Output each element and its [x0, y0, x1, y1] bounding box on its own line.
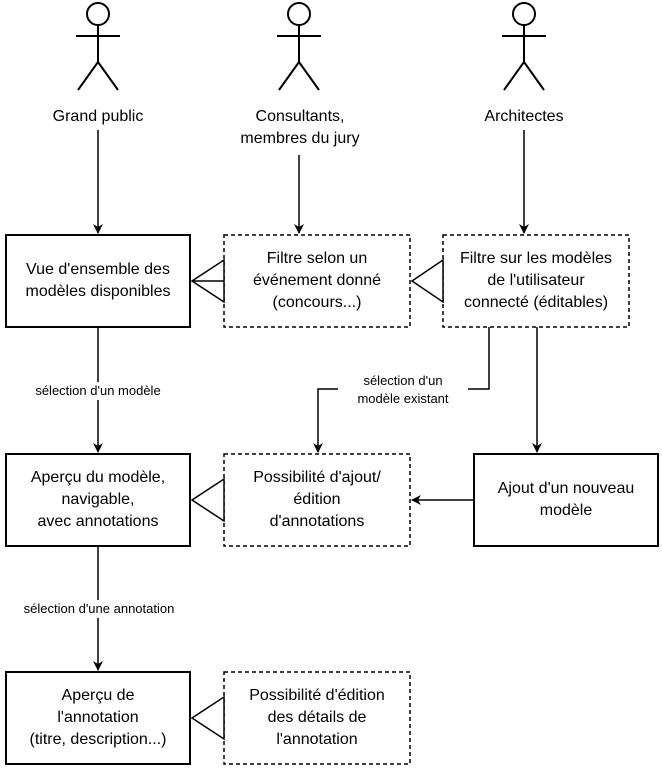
edge-label-select-existing-line1: sélection d'un [363, 373, 443, 388]
actor-label-consultants: Consultants, membres du jury [200, 106, 400, 150]
box-model-preview-line: navigable, [61, 491, 135, 508]
box-annotation-details-edit [223, 671, 411, 765]
box-model-preview [5, 453, 191, 547]
box-user-filter-line: connecté (éditables) [463, 294, 609, 311]
box-model-preview-text: Aperçu du modèle, navigable, avec annota… [6, 454, 190, 546]
edge-label-select-annotation: sélection d'une annotation [0, 600, 198, 618]
box-annotation-preview-line: l'annotation [57, 709, 139, 726]
box-user-filter-line: Filtre sur les modèles [459, 250, 613, 267]
edge-label-select-existing-model: sélection d'un modèle existant [338, 372, 468, 408]
box-event-filter-line: Filtre selon un [266, 250, 368, 267]
box-new-model-line: Ajout d'un nouveau [497, 480, 635, 497]
box-event-filter-line: (concours...) [272, 294, 362, 311]
box-overview-text: Vue d'ensemble des modèles disponibles [6, 235, 190, 327]
box-annotation-preview [5, 671, 191, 765]
box-annotation-details-edit-line: l'annotation [276, 731, 358, 748]
box-user-filter-text: Filtre sur les modèles de l'utilisateur … [443, 235, 629, 327]
actor-label-architectes: Architectes [484, 108, 564, 125]
box-event-filter [223, 234, 411, 328]
box-event-filter-text: Filtre selon un événement donné (concour… [224, 235, 410, 327]
actor-architectes-figure [502, 2, 546, 91]
box-user-filter [442, 234, 630, 328]
actor-label-grand-public: Grand public [52, 108, 144, 125]
edge-label-select-existing-line2: modèle existant [357, 391, 449, 406]
actor-grand-public-figure [76, 2, 120, 91]
box-annotation-preview-text: Aperçu de l'annotation (titre, descripti… [6, 672, 190, 764]
extends-event-filter-to-overview [190, 258, 225, 304]
box-overview-line: modèles disponibles [25, 283, 171, 300]
box-annotation-details-edit-line: des détails de [267, 709, 367, 726]
box-annotation-edit-line: édition [293, 491, 341, 508]
actor-consultants-figure [277, 2, 321, 91]
box-user-filter-line: de l'utilisateur [487, 272, 585, 289]
box-overview-line: Vue d'ensemble des [26, 261, 170, 278]
box-event-filter-line: événement donné [252, 272, 382, 289]
box-annotation-details-edit-line: Possibilité d'édition [249, 687, 385, 704]
box-model-preview-line: Aperçu du modèle, [30, 469, 166, 486]
extends-annotation-edit-to-model-preview [190, 477, 225, 523]
box-annotation-edit-line: Possibilité d'ajout/ [253, 469, 381, 486]
box-annotation-preview-line: Aperçu de [61, 687, 135, 704]
edge-label-select-model: sélection d'un modèle [10, 382, 186, 400]
actor-label-consultants-line2: membres du jury [240, 130, 360, 147]
extends-annotation-details-edit-to-annotation-preview [190, 695, 225, 741]
box-annotation-edit-text: Possibilité d'ajout/ édition d'annotatio… [224, 454, 410, 546]
box-new-model-text: Ajout d'un nouveau modèle [474, 454, 658, 546]
box-annotation-edit [223, 453, 411, 547]
box-model-preview-line: avec annotations [37, 513, 159, 530]
box-new-model-line: modèle [539, 502, 593, 519]
box-annotation-edit-line: d'annotations [269, 513, 365, 530]
box-overview [5, 234, 191, 328]
extends-user-filter-to-event-filter [410, 258, 444, 304]
box-annotation-preview-line: (titre, description...) [29, 731, 167, 748]
box-annotation-details-edit-text: Possibilité d'édition des détails de l'a… [224, 672, 410, 764]
actor-label-consultants-line1: Consultants, [255, 108, 345, 125]
